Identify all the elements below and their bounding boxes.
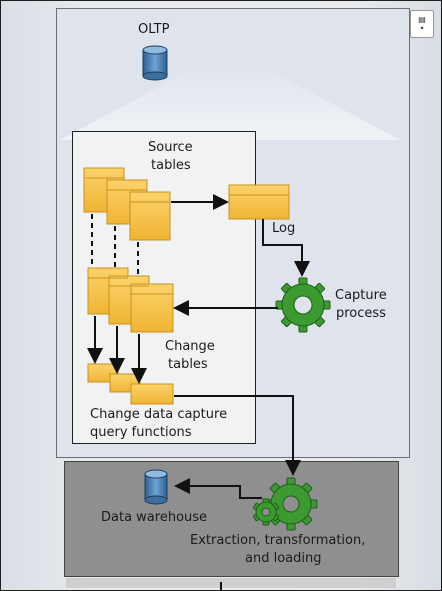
data-warehouse-label: Data warehouse — [101, 510, 208, 525]
source-tables-label-line1: Source — [148, 140, 193, 155]
log-label: Log — [272, 221, 296, 236]
etl-label-line2: and loading — [245, 551, 322, 566]
capture-process-label-line2: process — [336, 306, 386, 321]
oltp-database-icon — [142, 45, 168, 81]
query-functions-label-line1: Change data capture — [90, 407, 228, 422]
source-tables-label-line2: tables — [151, 158, 191, 173]
source-tables-stack-icon — [83, 167, 171, 241]
query-function-tables-icon — [87, 363, 174, 405]
log-table-icon — [228, 184, 290, 220]
page-widget-icon[interactable]: ▤• — [410, 10, 434, 38]
etl-label-line1: Extraction, transformation, — [190, 533, 366, 548]
change-tables-stack-icon — [87, 267, 174, 333]
source-to-change-dashed-lines — [91, 214, 139, 284]
oltp-label: OLTP — [138, 22, 170, 37]
capture-gear-icon — [275, 277, 331, 333]
change-tables-label-line2: tables — [168, 357, 208, 372]
etl-large-gear-icon — [264, 477, 318, 531]
query-functions-label-line2: query functions — [90, 425, 192, 440]
query-to-etl-arrow — [174, 395, 301, 476]
etl-small-gear-icon — [253, 498, 279, 526]
bottom-strip — [66, 578, 396, 588]
change-to-query-arrows — [87, 316, 147, 384]
log-to-capture-arrow — [262, 219, 310, 277]
change-tables-label-line1: Change — [165, 339, 215, 354]
warehouse-database-icon — [144, 469, 168, 505]
capture-process-label-line1: Capture — [335, 288, 387, 303]
data-warehouse-region — [64, 461, 399, 577]
etl-to-warehouse-arrow — [174, 478, 262, 499]
